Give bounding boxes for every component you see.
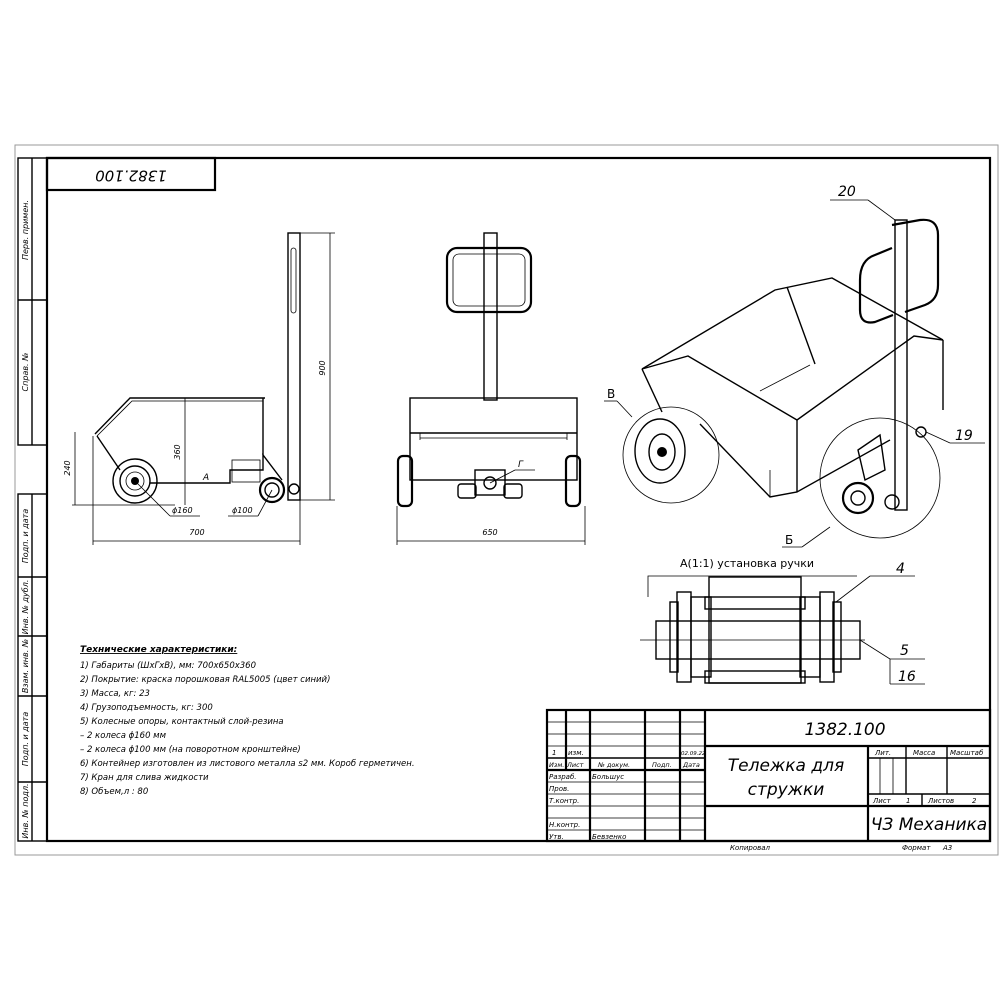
margin-stamp-bottom: Подп. и дата Инв. № дубл. Взам. инв. № П…	[17, 493, 48, 842]
header-list: Лист	[566, 761, 584, 769]
spec-item: 4) Грузоподъемность, кг: 300	[80, 703, 213, 713]
spec-item: 3) Масса, кг: 23	[80, 689, 150, 699]
callout-19: 19	[955, 428, 973, 444]
dim-wheel-100: ϕ100	[232, 506, 253, 515]
rotated-code-box: 1382.100	[45, 156, 217, 192]
side-view: 900 360 240 700 ϕ160 ϕ100 А	[63, 232, 335, 545]
role-label: Т.контр.	[549, 797, 579, 805]
spec-item: 5) Колесные опоры, контактный слой-резин…	[80, 717, 284, 727]
role-label: Утв.	[549, 833, 564, 841]
spec-item: 7) Кран для слива жидкости	[80, 773, 209, 783]
dim-650: 650	[482, 528, 497, 537]
callout-v: В	[607, 387, 615, 401]
sheets-value: 2	[972, 797, 977, 805]
organization: ЧЗ Механика	[871, 815, 987, 835]
callout-20: 20	[838, 184, 856, 200]
change-label: изм.	[568, 749, 584, 757]
designation: 1382.100	[804, 720, 885, 740]
specs-title: Технические характеристики:	[80, 645, 237, 655]
role-name: Бевзенко	[592, 833, 626, 841]
sheet-value: 1	[906, 797, 910, 805]
callout-16: 16	[898, 669, 916, 685]
product-name-line1: Тележка для	[728, 756, 844, 776]
sheet-border	[14, 144, 999, 856]
header-date: Дата	[682, 761, 700, 769]
dim-700: 700	[189, 528, 204, 537]
header-sign: Подп.	[652, 761, 672, 769]
callout-5: 5	[900, 643, 909, 659]
format-label: Формат	[902, 844, 931, 852]
spec-item: 8) Объем,л : 80	[80, 787, 148, 797]
spec-item: – 2 колеса ϕ160 мм	[80, 731, 167, 741]
callout-4: 4	[896, 561, 905, 577]
spec-item: – 2 колеса ϕ100 мм (на поворотном кроншт…	[80, 745, 301, 755]
section-title: А(1:1) установка ручки	[680, 557, 814, 570]
callout-b: Б	[785, 533, 793, 547]
copied-label: Копировал	[730, 844, 771, 852]
mass-label: Масса	[913, 749, 935, 757]
header-izm: Изм.	[549, 761, 564, 769]
margin-label: Справ. №	[21, 353, 30, 392]
product-name-line2: стружки	[748, 780, 825, 800]
rotated-code: 1382.100	[95, 167, 167, 185]
margin-stamp-top: Перв. примен. Справ. №	[17, 157, 48, 446]
scale-label: Масштаб	[950, 749, 984, 757]
dim-240: 240	[63, 460, 72, 475]
margin-label: Подп. и дата	[21, 712, 30, 767]
iso-view: 20 19 В Б	[604, 184, 985, 548]
section-mark-a: А	[202, 473, 209, 483]
sheet-label: Лист	[872, 797, 892, 805]
sheets-label: Листов	[927, 797, 954, 805]
spec-item: 1) Габариты (ШхГхВ), мм: 700х650х360	[80, 661, 256, 671]
dim-900: 900	[318, 360, 327, 375]
section-view: А(1:1) установка ручки 4 5 16	[640, 557, 925, 685]
role-name: Большус	[592, 773, 624, 781]
margin-label: Взам. инв. №	[21, 639, 30, 693]
role-label: Разраб.	[549, 773, 577, 781]
front-view: Г 650	[396, 232, 586, 545]
header-doc: № докум.	[597, 761, 630, 769]
margin-label: Инв. № подл.	[21, 783, 30, 838]
spec-item: 6) Контейнер изготовлен из листового мет…	[80, 759, 415, 769]
margin-label: Перв. примен.	[21, 200, 30, 260]
dim-wheel-160: ϕ160	[172, 506, 193, 515]
role-label: Н.контр.	[549, 821, 580, 829]
role-label: Пров.	[549, 785, 569, 793]
format-value: А3	[942, 844, 952, 852]
margin-label: Подп. и дата	[21, 509, 30, 564]
title-block: 1 изм. 02.09.22 Изм. Лист № докум. Подп.…	[545, 708, 992, 852]
change-date: 02.09.22	[681, 751, 706, 757]
lit-label: Лит.	[874, 749, 891, 757]
change-num: 1	[552, 749, 556, 757]
spec-item: 2) Покрытие: краска порошковая RAL5005 (…	[80, 675, 330, 685]
callout-g: Г	[518, 460, 524, 470]
technical-specs: Технические характеристики: 1) Габариты …	[80, 645, 415, 797]
dim-360: 360	[173, 444, 182, 459]
margin-label: Инв. № дубл.	[21, 580, 30, 635]
